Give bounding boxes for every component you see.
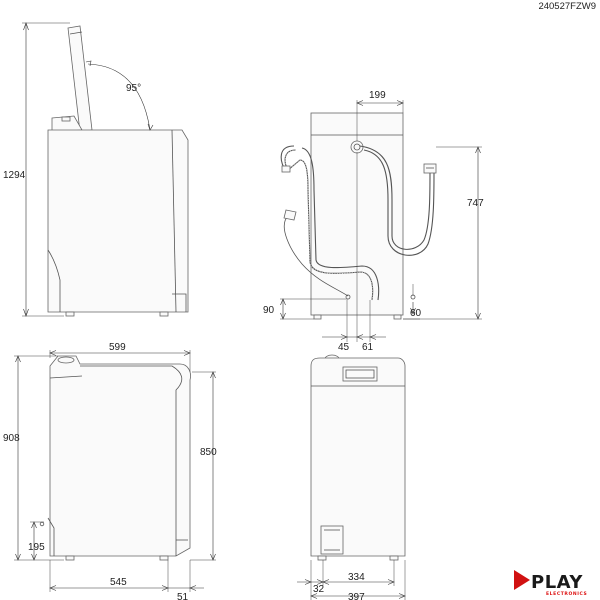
drain-offset-left-label: 45 (338, 342, 350, 353)
rear-view: 199 747 90 60 45 61 (263, 90, 484, 353)
rear-hose-height-label: 747 (467, 198, 484, 209)
side-inlet-height-label: 195 (28, 542, 45, 553)
brand-logo: PLAY ELECTRONICS (514, 570, 587, 597)
side-height-body-label: 850 (200, 447, 217, 458)
drain-offset-right-label: 61 (362, 342, 374, 353)
front-view: 32 334 397 (297, 354, 406, 600)
front-base-width-label: 334 (348, 572, 365, 583)
drawing-code: 240527FZW9 (538, 1, 596, 12)
lid-angle-label: 95° (126, 83, 141, 94)
brand-name: PLAY (531, 572, 583, 593)
side-height-total-label: 908 (3, 433, 20, 444)
side-view-lid-open: 95° 1294 (3, 22, 189, 317)
side-depth-base-label: 545 (110, 577, 127, 588)
side-rear-offset-label: 51 (177, 592, 189, 600)
side-view-closed: 599 908 850 195 545 51 (3, 342, 217, 600)
side-open-height-label: 1294 (3, 170, 26, 181)
rear-hose-spacing-label: 199 (369, 90, 386, 101)
inlet-height-label: 60 (410, 308, 422, 319)
front-foot-offset-label: 32 (313, 584, 325, 595)
brand-tagline: ELECTRONICS (546, 591, 587, 597)
side-depth-top-label: 599 (109, 342, 126, 353)
front-width-label: 397 (348, 592, 365, 600)
play-triangle-icon (514, 570, 530, 590)
drain-height-label: 90 (263, 305, 275, 316)
